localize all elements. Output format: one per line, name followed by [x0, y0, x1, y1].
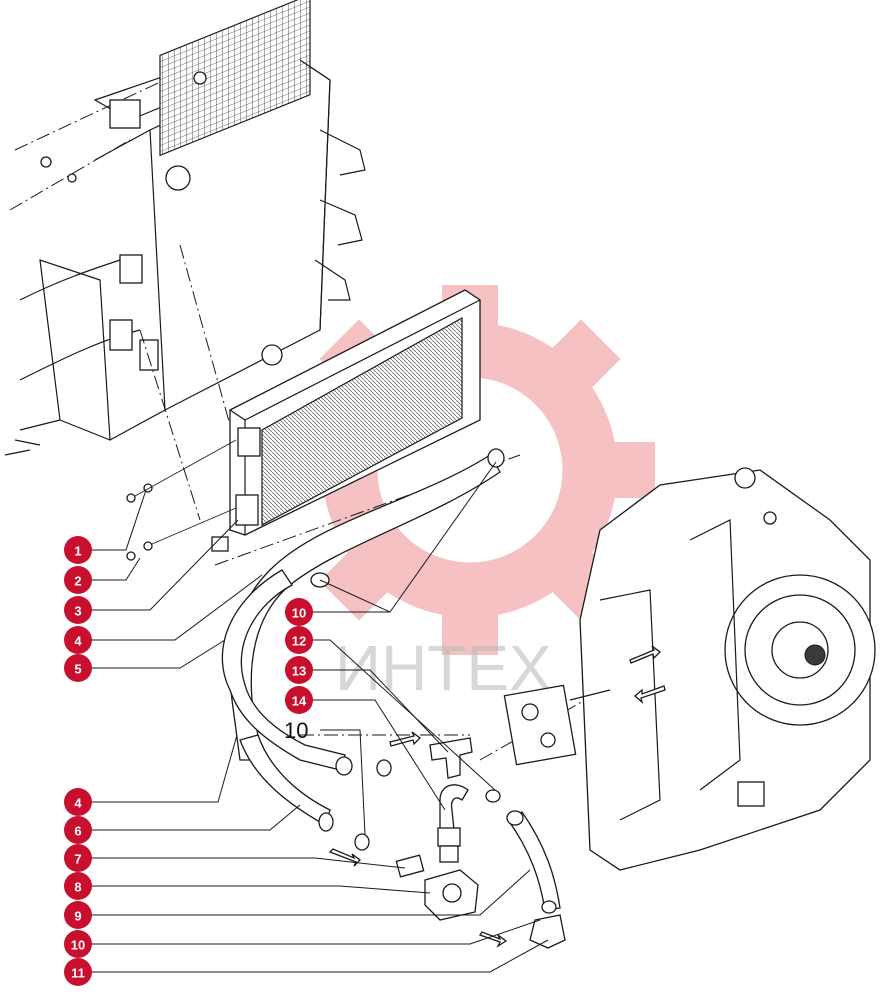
callout-label: 5	[74, 662, 81, 677]
callout-label: 4	[74, 634, 82, 649]
callout-badge	[285, 656, 313, 684]
callout-7: 7	[64, 844, 92, 872]
callout-label: 1	[74, 544, 81, 559]
callout-badge	[64, 626, 92, 654]
callout-6: 6	[64, 816, 92, 844]
callout-label: 10	[292, 606, 306, 621]
callout-badge	[64, 654, 92, 682]
callout-label: 14	[292, 694, 307, 709]
callout-badge	[64, 816, 92, 844]
callout-badge	[64, 872, 92, 900]
callout-badge	[285, 598, 313, 626]
callout-4: 4	[64, 626, 92, 654]
callout-8: 8	[64, 872, 92, 900]
callout-2: 2	[64, 566, 92, 594]
callout-badge	[285, 686, 313, 714]
callout-10: 10	[64, 930, 92, 958]
callout-10: 10	[285, 598, 313, 626]
callout-5: 5	[64, 654, 92, 682]
watermark-text: ИНТЕХ	[335, 632, 552, 704]
chassis-frame	[4, 0, 366, 456]
callout-badge	[64, 788, 92, 816]
plain-label-10: 10	[284, 718, 308, 743]
callout-label: 10	[71, 938, 85, 953]
callout-label: 9	[74, 909, 81, 924]
callout-label: 8	[74, 880, 81, 895]
callout-13: 13	[285, 656, 313, 684]
callout-label: 4	[74, 796, 82, 811]
callout-label: 7	[74, 852, 81, 867]
callout-4: 4	[64, 788, 92, 816]
callout-label: 2	[74, 574, 81, 589]
callout-3: 3	[64, 596, 92, 624]
callout-label: 11	[71, 966, 85, 981]
oil-cooler	[211, 289, 481, 552]
callout-12: 12	[285, 626, 313, 654]
callout-11: 11	[64, 958, 92, 986]
callout-badge	[64, 901, 92, 929]
callout-badge	[285, 626, 313, 654]
callout-14: 14	[285, 686, 313, 714]
callout-9: 9	[64, 901, 92, 929]
callout-badge	[64, 930, 92, 958]
callout-label: 13	[292, 664, 306, 679]
callout-badge	[64, 596, 92, 624]
hoses	[221, 448, 561, 914]
callout-1: 1	[64, 536, 92, 564]
callout-label: 6	[74, 824, 81, 839]
callout-badge	[64, 958, 92, 986]
transmission	[503, 467, 876, 871]
callout-label: 12	[292, 634, 306, 649]
callout-badge	[64, 844, 92, 872]
callout-badge	[64, 566, 92, 594]
callout-badge	[64, 536, 92, 564]
callout-label: 3	[74, 604, 81, 619]
